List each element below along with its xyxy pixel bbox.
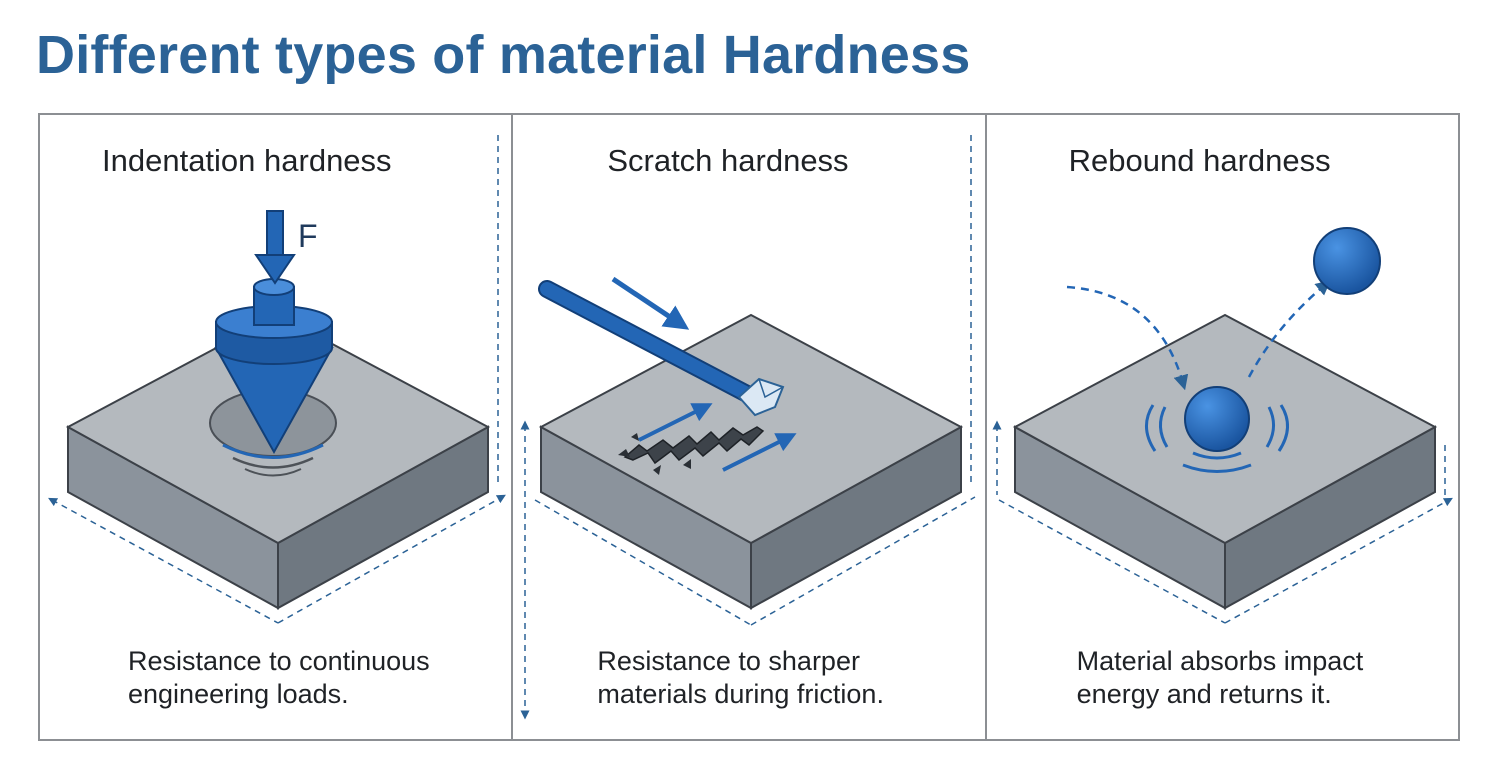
force-arrow-icon <box>254 210 296 285</box>
impact-wave <box>1158 406 1168 448</box>
indentation-illustration: F <box>48 135 506 624</box>
impact-wave <box>1192 451 1242 460</box>
ball-impact-icon <box>1183 386 1250 452</box>
impact-wave <box>1265 406 1275 448</box>
scratch-groove <box>623 426 765 465</box>
motion-arrow-icon <box>722 433 797 472</box>
material-block <box>1012 313 1437 610</box>
panel-title-scratch: Scratch hardness <box>607 143 849 178</box>
debris <box>631 433 640 441</box>
panel-title-indentation: Indentation hardness <box>102 143 392 178</box>
dimension-line <box>48 497 279 624</box>
panel-rebound: Rebound hardness Material absorbs impact… <box>984 115 1458 739</box>
page-title: Different types of material Hardness <box>36 25 971 85</box>
dimension-line <box>998 499 1226 624</box>
diamond-tip-icon <box>737 377 785 417</box>
panel-indentation: F Indentation hardness Resistance to con… <box>40 115 511 739</box>
dimension-line <box>534 499 752 626</box>
vibration-arc <box>232 456 314 469</box>
vibration-arc <box>222 443 324 459</box>
diamond-facets <box>758 378 784 399</box>
force-label: F <box>298 218 318 254</box>
motion-arrow-icon <box>638 403 713 442</box>
panel-description-rebound: Material absorbs impact energy and retur… <box>1076 646 1364 709</box>
ball-rebound-icon <box>1312 227 1381 295</box>
vibration-arc <box>244 468 302 477</box>
incoming-path <box>1066 285 1188 391</box>
diagram-frame: F Indentation hardness Resistance to con… <box>38 113 1460 741</box>
scratch-illustration <box>520 135 976 720</box>
impact-wave <box>1277 404 1289 452</box>
rebound-illustration <box>992 227 1453 624</box>
panel-title-rebound: Rebound hardness <box>1068 143 1331 178</box>
panel-description-scratch: Resistance to sharper materials during f… <box>597 646 884 709</box>
indenter-icon <box>214 278 334 455</box>
impact-wave <box>1182 463 1252 473</box>
motion-arrow-icon <box>611 276 690 330</box>
impact-wave <box>1144 404 1156 452</box>
material-block <box>539 313 964 610</box>
dimension-line <box>277 494 506 624</box>
rebound-path <box>1247 280 1331 378</box>
scratch-tool-icon <box>538 280 759 404</box>
debris <box>653 465 662 475</box>
debris <box>683 459 692 469</box>
debris <box>618 449 631 457</box>
panel-scratch: Scratch hardness Resistance to sharper m… <box>511 115 984 739</box>
dimension-line <box>1224 497 1453 624</box>
dimension-line <box>750 496 976 626</box>
panel-description-indentation: Resistance to continuous engineering loa… <box>128 646 430 709</box>
